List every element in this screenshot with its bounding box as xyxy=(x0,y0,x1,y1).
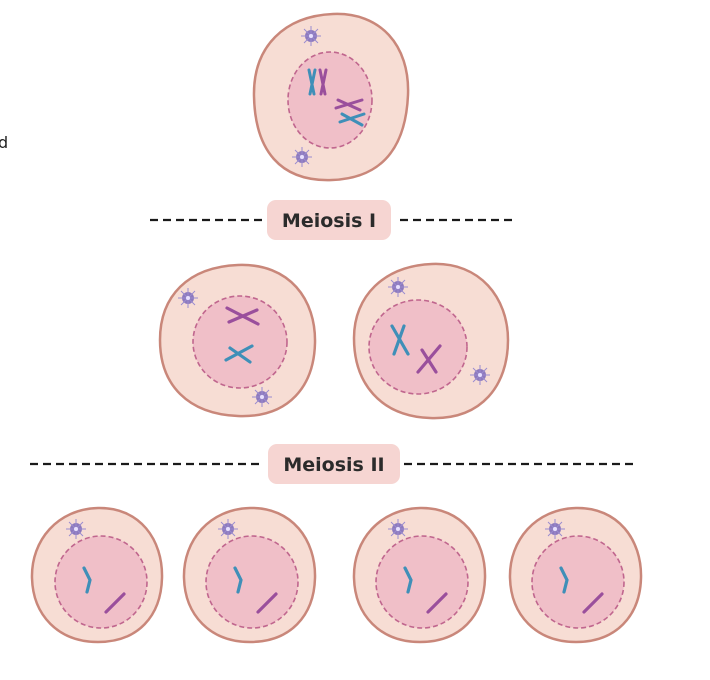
stage-label-box xyxy=(267,200,391,240)
centrosome-icon xyxy=(66,519,86,539)
centrosome-icon xyxy=(292,147,312,167)
chromosome xyxy=(416,344,442,374)
chromosome xyxy=(426,592,448,614)
chromosome xyxy=(233,566,243,594)
parent-cell xyxy=(252,12,410,182)
meiosis-1-cell-right xyxy=(352,262,510,420)
meiosis-2-cell-4 xyxy=(508,506,643,644)
centrosome-icon xyxy=(388,519,408,539)
centrosome-icon xyxy=(218,519,238,539)
chromosome xyxy=(104,592,126,614)
centrosome-icon xyxy=(388,277,408,297)
nucleus xyxy=(54,535,148,629)
chromosome xyxy=(82,566,92,594)
nucleus xyxy=(375,535,469,629)
meiosis-2-cell-3 xyxy=(352,506,487,644)
edge-text-fragment: d xyxy=(0,133,8,152)
meiosis-2-divider: Meiosis II xyxy=(30,444,638,484)
chromosome xyxy=(256,592,278,614)
chromosome-pair xyxy=(334,98,366,127)
nucleus xyxy=(531,535,625,629)
chromosome xyxy=(582,592,604,614)
centrosome-icon xyxy=(178,288,198,308)
chromosome xyxy=(225,306,260,326)
centrosome-icon xyxy=(301,26,321,46)
meiosis-1-divider: Meiosis I xyxy=(150,200,512,240)
stage-label-meiosis-1: Meiosis I xyxy=(282,210,376,232)
chromosome-pair xyxy=(307,68,328,96)
chromosome xyxy=(403,566,413,594)
centrosome-icon xyxy=(470,365,490,385)
meiosis-2-cell-2 xyxy=(182,506,317,644)
chromosome xyxy=(559,566,569,594)
stage-label-meiosis-2: Meiosis II xyxy=(283,454,384,476)
meiosis-2-cell-1 xyxy=(30,506,164,644)
chromosome xyxy=(224,344,254,364)
centrosome-icon xyxy=(252,387,272,407)
nucleus xyxy=(205,535,299,629)
nucleus xyxy=(192,295,288,389)
nucleus xyxy=(368,299,468,395)
stage-label-box xyxy=(268,444,400,484)
centrosome-icon xyxy=(545,519,565,539)
chromosome xyxy=(390,324,410,356)
meiosis-1-cell-left xyxy=(158,263,317,418)
